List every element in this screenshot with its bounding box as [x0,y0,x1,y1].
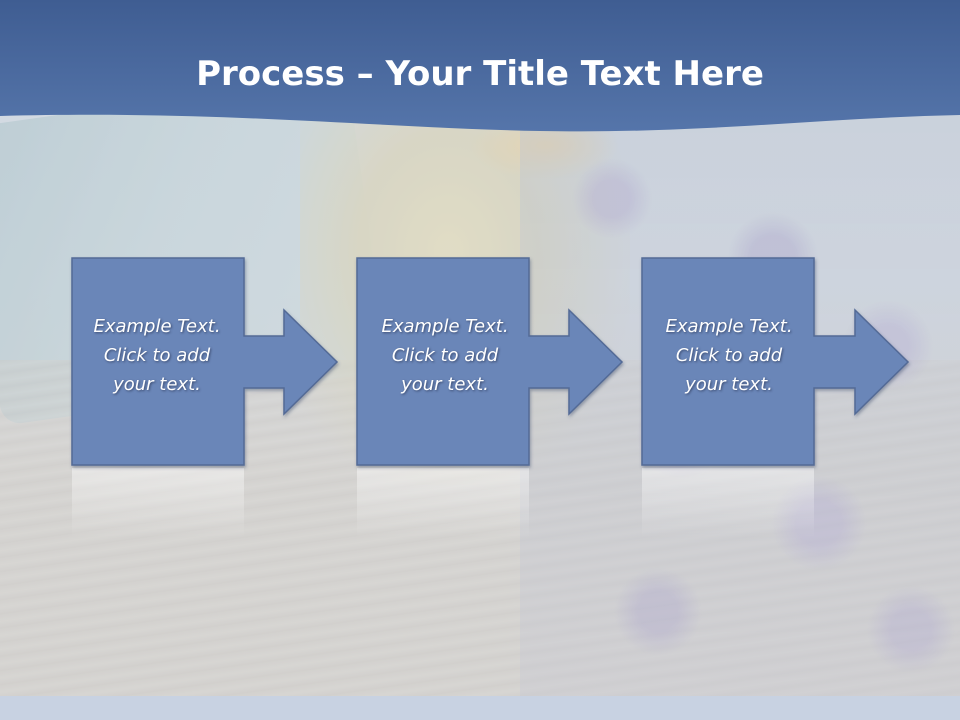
step-3-line-3: your text. [685,374,773,395]
step-1-reflection [72,468,244,538]
step-3-shape[interactable] [641,257,910,466]
header-band [0,0,960,132]
step-1-line-3: your text. [113,374,201,395]
step-3-reflection [642,468,814,538]
step-1-text[interactable]: Example Text. Click to add your text. [72,312,242,399]
step-1-line-2: Click to add [103,345,211,366]
step-2-line-3: your text. [401,374,489,395]
title-strong: Process [196,54,345,94]
footer-strip [0,696,960,720]
step-2-line-2: Click to add [391,345,499,366]
step-3-line-1: Example Text. [665,316,793,337]
step-1-line-1: Example Text. [93,316,221,337]
step-2-shape[interactable] [356,257,624,466]
step-1-shape[interactable] [71,257,339,466]
step-2-line-1: Example Text. [381,316,509,337]
step-3-text[interactable]: Example Text. Click to add your text. [644,312,814,399]
slide-title[interactable]: Process – Your Title Text Here [0,52,960,96]
step-2-reflection [357,468,529,538]
step-2-text[interactable]: Example Text. Click to add your text. [360,312,530,399]
title-rest: – Your Title Text Here [344,54,764,94]
step-3-line-2: Click to add [675,345,783,366]
